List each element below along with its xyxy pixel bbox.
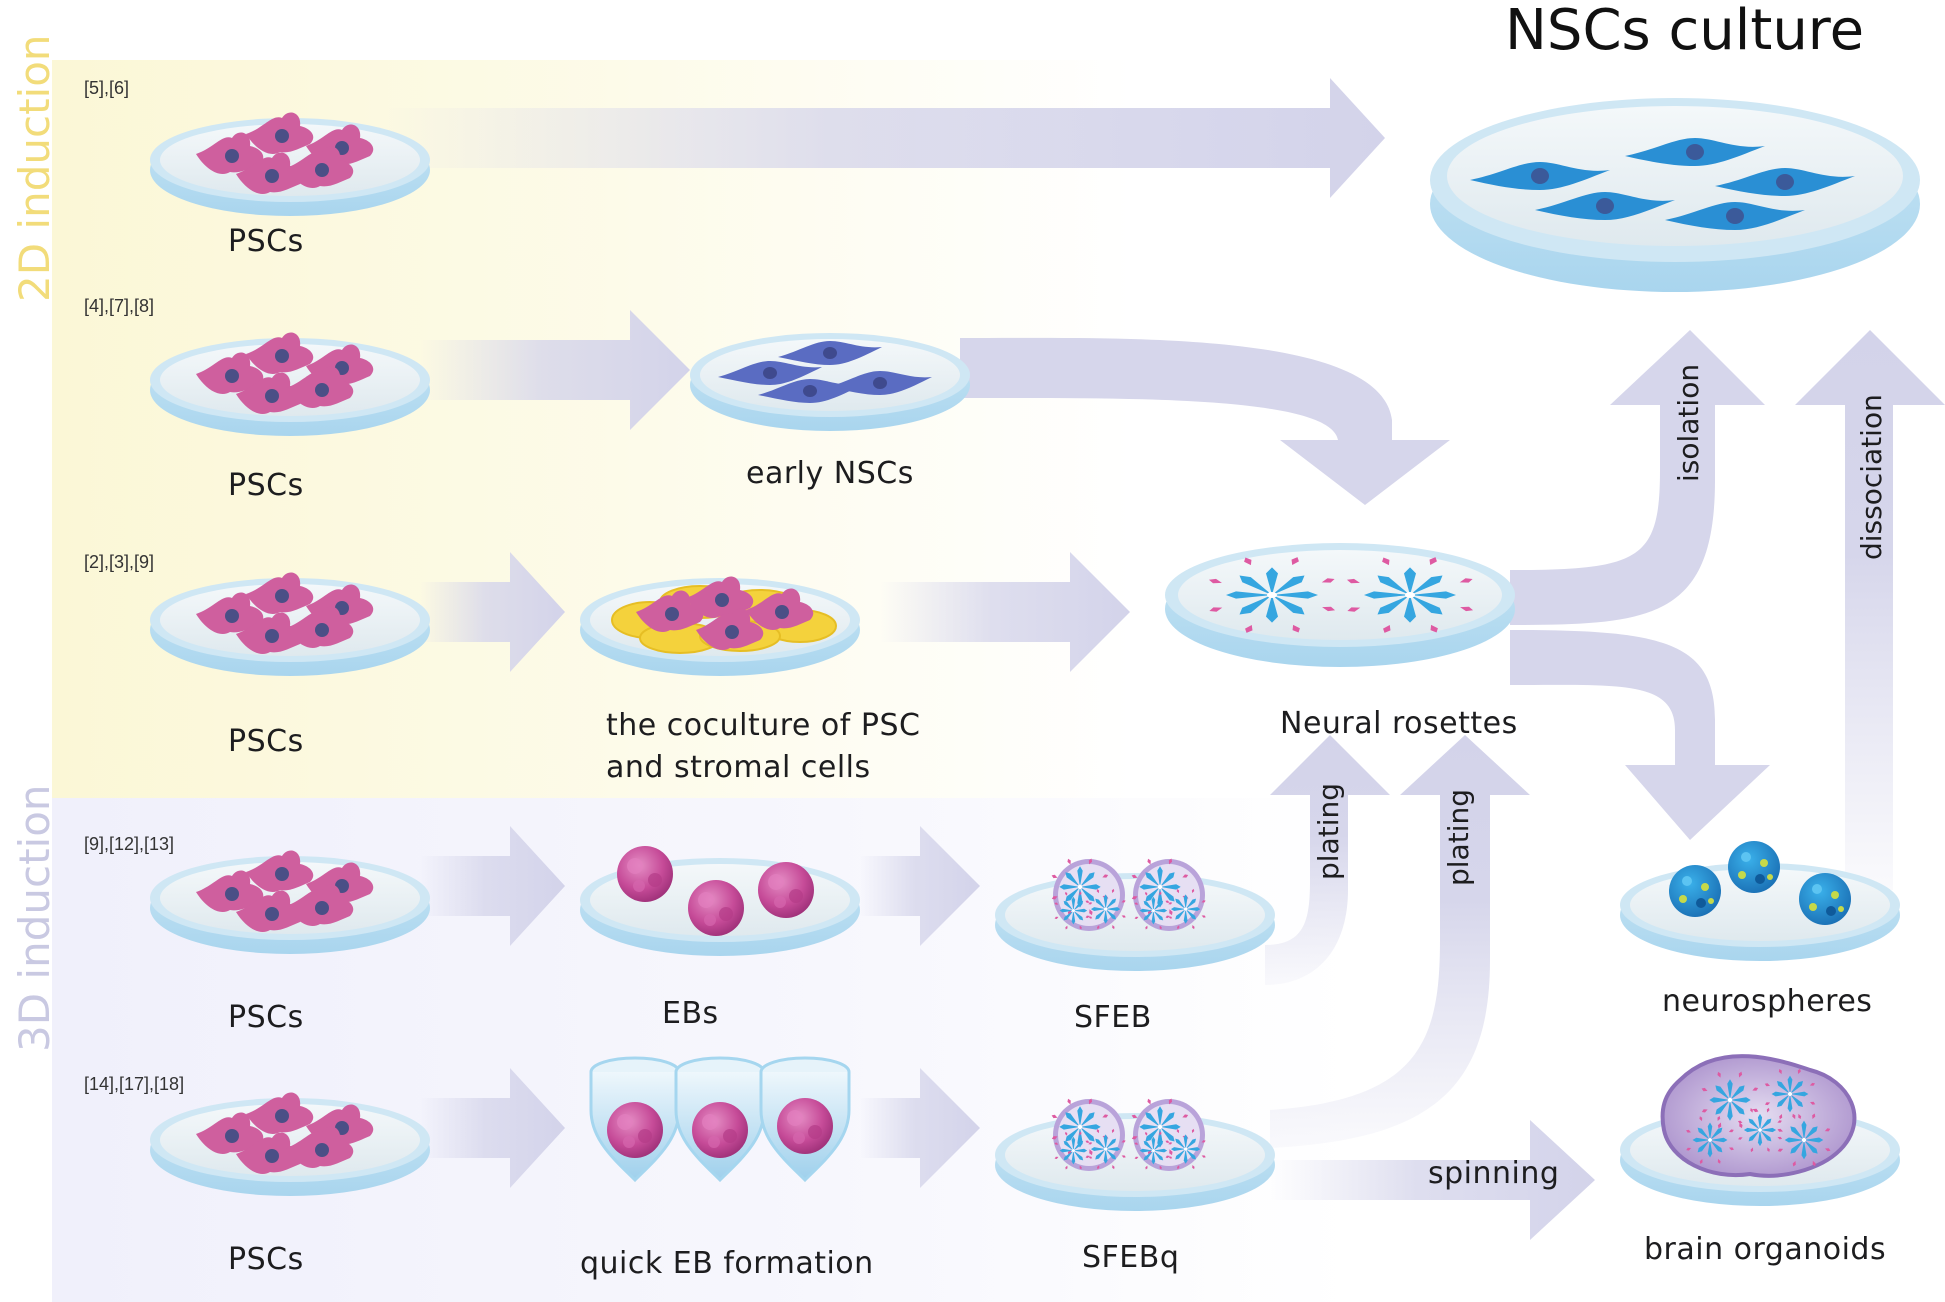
- arrow-label-isolation: isolation: [1672, 363, 1705, 482]
- reference-row2: [4],[7],[8]: [84, 296, 155, 316]
- section-label-2d: 2D induction: [10, 34, 59, 302]
- arrow-label-plating-sfeb: plating: [1312, 783, 1345, 880]
- dish-nscs-culture: [1430, 98, 1920, 292]
- arrows: [380, 78, 1945, 1240]
- arrow-label-dissociation: dissociation: [1855, 394, 1888, 560]
- reference-row3: [2],[3],[9]: [84, 552, 155, 572]
- dish-neural-rosettes: [1165, 543, 1515, 667]
- label-sfebq: SFEBq: [1082, 1240, 1180, 1275]
- reference-row4: [9],[12],[13]: [84, 834, 175, 854]
- dish-row3: [150, 572, 430, 676]
- label-ebs: EBs: [662, 996, 719, 1031]
- quick-eb-wells: [589, 1056, 851, 1183]
- dish-row1: [150, 112, 430, 216]
- reference-row5: [14],[17],[18]: [84, 1074, 185, 1094]
- label-pscs-row4: PSCs: [228, 1000, 304, 1035]
- label-coculture-line2: and stromal cells: [606, 750, 871, 785]
- dish-coculture: [580, 576, 860, 676]
- label-pscs-row3: PSCs: [228, 724, 304, 759]
- section-label-3d: 3D induction: [10, 784, 59, 1052]
- dish-neurospheres: [1620, 841, 1900, 961]
- dish-row2: [150, 332, 430, 436]
- label-early-nscs: early NSCs: [746, 456, 914, 491]
- dish-ebs: [580, 846, 860, 956]
- dish-sfeb: [995, 858, 1275, 971]
- dish-row5: [150, 1092, 430, 1196]
- label-quick-eb-formation: quick EB formation: [580, 1246, 874, 1281]
- dish-brain-organoids: [1620, 1054, 1900, 1206]
- page-title: NSCs culture: [1505, 0, 1865, 63]
- label-brain-organoids: brain organoids: [1644, 1232, 1887, 1267]
- label-sfeb: SFEB: [1074, 1000, 1152, 1035]
- dish-row4: [150, 850, 430, 954]
- arrow-label-spinning: spinning: [1428, 1156, 1560, 1191]
- label-pscs-row5: PSCs: [228, 1242, 304, 1277]
- arrow-label-plating-sfebq: plating: [1442, 789, 1475, 886]
- label-pscs-row2: PSCs: [228, 468, 304, 503]
- label-neurospheres: neurospheres: [1662, 984, 1873, 1019]
- dish-early-nscs: [690, 333, 970, 431]
- label-coculture-line1: the coculture of PSC: [606, 708, 921, 743]
- reference-row1: [5],[6]: [84, 78, 130, 98]
- label-neural-rosettes: Neural rosettes: [1280, 706, 1518, 741]
- dish-sfebq: [995, 1098, 1275, 1211]
- label-pscs-row1: PSCs: [228, 224, 304, 259]
